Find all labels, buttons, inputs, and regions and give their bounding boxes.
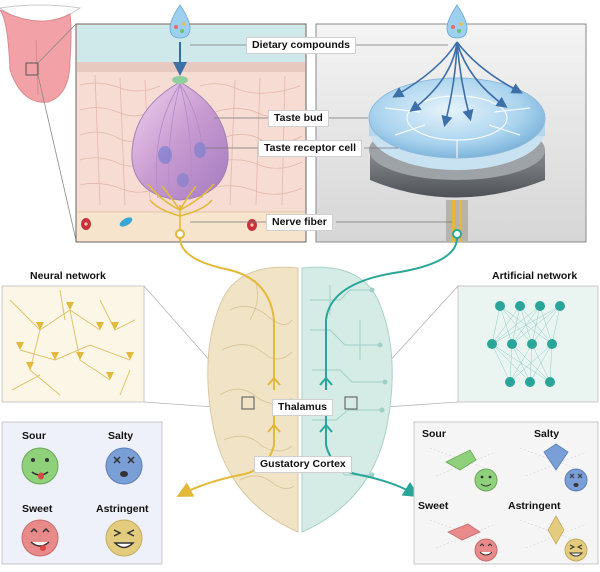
neural-pathway [175,229,281,497]
sensor-taste-panel [413,421,599,565]
taste-label-astringent-left: Astringent [96,503,149,515]
tongue-thumbnail [0,4,82,241]
taste-label-sour-right: Sour [422,428,446,440]
neural-network-inset [1,285,145,403]
salty-face-icon [564,468,588,492]
label-taste-receptor-cell: Taste receptor cell [258,140,363,157]
sweet-face-icon [474,538,498,562]
taste-label-sweet-right: Sweet [418,500,449,512]
label-nerve-fiber: Nerve fiber [266,214,333,231]
label-neural-network: Neural network [30,270,106,282]
salty-face-icon [105,447,143,485]
sour-face-icon [474,468,498,492]
taste-label-salty-left: Salty [108,430,134,442]
astringent-face-icon [564,538,588,562]
label-dietary-compounds: Dietary compounds [246,37,357,54]
sour-face-icon [21,447,59,485]
taste-label-sour-left: Sour [22,430,46,442]
sweet-face-icon [21,519,59,557]
sensor-panel [315,4,587,243]
label-artificial-network: Artificial network [492,270,578,282]
label-gustatory-cortex: Gustatory Cortex [254,456,352,473]
label-taste-bud: Taste bud [268,110,329,127]
artificial-network-inset [457,285,599,403]
label-thalamus: Thalamus [272,399,334,416]
taste-label-sweet-left: Sweet [22,503,53,515]
taste-label-salty-right: Salty [534,428,560,440]
taste-label-astringent-right: Astringent [508,500,561,512]
astringent-face-icon [105,519,143,557]
artificial-pathway [319,229,462,498]
